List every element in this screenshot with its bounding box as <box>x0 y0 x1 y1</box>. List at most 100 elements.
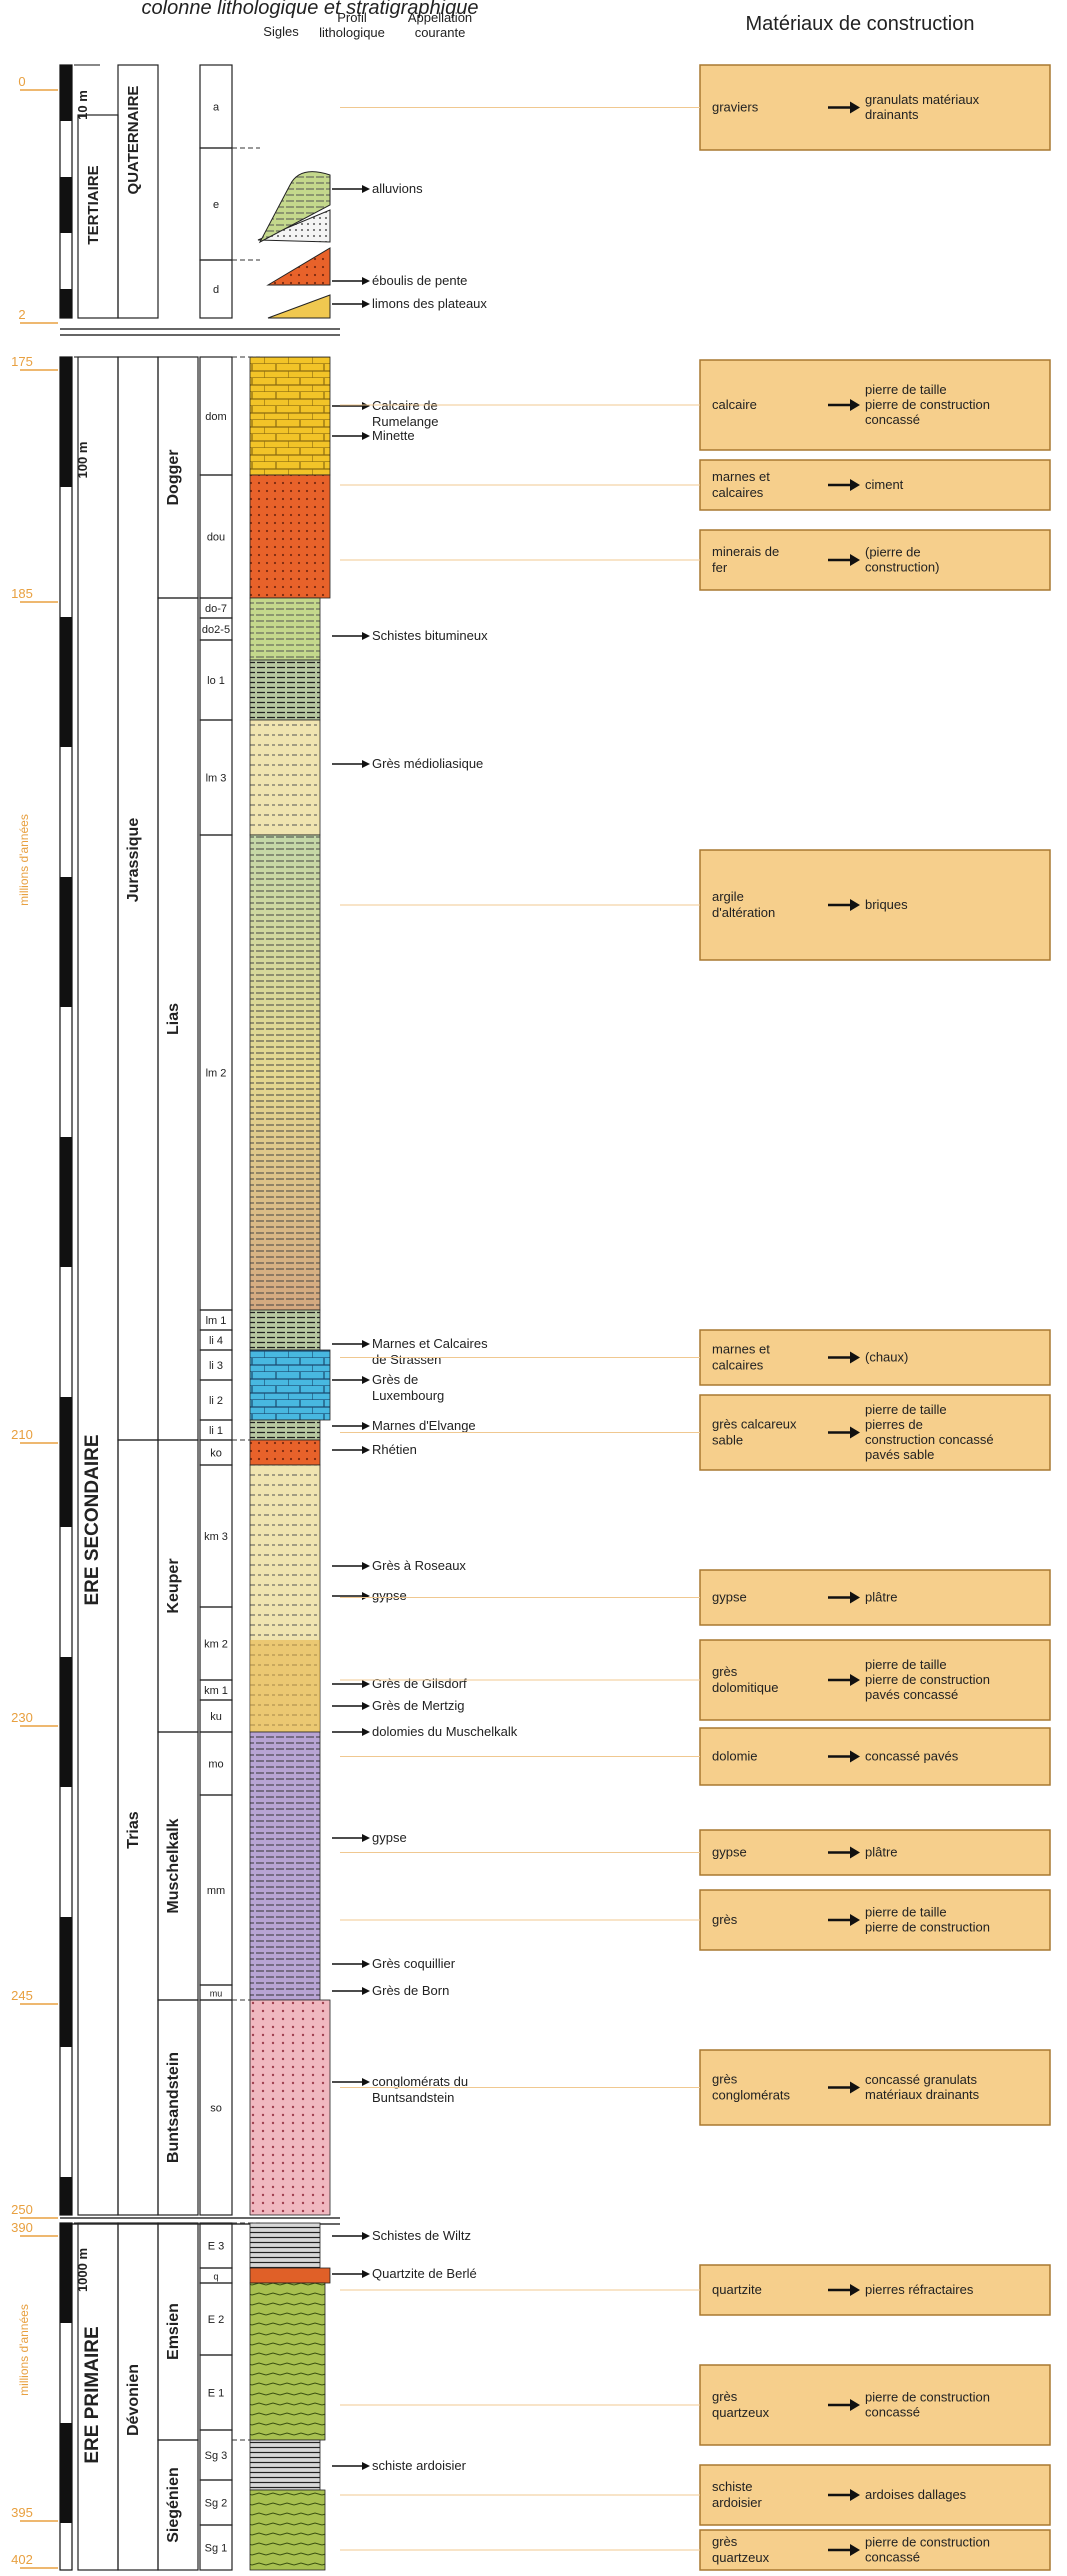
appellation-arrowhead <box>362 1680 370 1688</box>
svg-text:Schistes de Wiltz: Schistes de Wiltz <box>372 2228 471 2243</box>
material-source: dolomie <box>712 1749 758 1764</box>
sigle-label: lm 3 <box>206 773 227 785</box>
appellation-arrowhead <box>362 2270 370 2278</box>
sigle-label: ku <box>210 1711 222 1723</box>
svg-text:Grès de Born: Grès de Born <box>372 1983 449 1998</box>
system-label-trias: Trias <box>125 1811 142 1848</box>
svg-text:pierres de: pierres de <box>865 1417 923 1432</box>
age-label: 250 <box>11 2202 33 2217</box>
material-use: ardoises dallages <box>865 2487 967 2502</box>
appellation-arrowhead <box>362 1702 370 1710</box>
profile-eboulis <box>268 248 330 285</box>
svg-text:gypse: gypse <box>372 1830 407 1845</box>
svg-text:ardoises dallages: ardoises dallages <box>865 2487 967 2502</box>
svg-text:pierre de taille: pierre de taille <box>865 1657 947 1672</box>
profile-rhetien <box>250 1440 320 1465</box>
svg-text:construction concassé: construction concassé <box>865 1432 994 1447</box>
svg-text:dolomitique: dolomitique <box>712 1680 779 1695</box>
material-use: (chaux) <box>865 1350 908 1365</box>
material-source: marnes etcalcaires <box>712 1342 770 1373</box>
sigle-label: km 1 <box>204 1685 228 1697</box>
age-label: 395 <box>11 2505 33 2520</box>
sigle-label: Sg 3 <box>205 2450 228 2462</box>
sigle-label: d <box>213 284 219 296</box>
appellation-label: Grès de Born <box>372 1983 449 1998</box>
appellation-label: Quartzite de Berlé <box>372 2266 477 2281</box>
svg-text:pierre de taille: pierre de taille <box>865 1905 947 1920</box>
svg-text:briques: briques <box>865 897 908 912</box>
appellation-label: gypse <box>372 1588 407 1603</box>
material-source: graviers <box>712 100 759 115</box>
sigle-label: so <box>210 2103 222 2115</box>
appellation-arrowhead <box>362 1340 370 1348</box>
header-profil-line2: lithologique <box>319 25 385 40</box>
appellation-label: Grès coquillier <box>372 1956 456 1971</box>
scale-segment <box>60 2223 72 2323</box>
svg-text:grès: grès <box>712 2072 738 2087</box>
svg-text:d'altération: d'altération <box>712 905 775 920</box>
sigle-label: mm <box>207 1885 225 1897</box>
scale-segment <box>60 2177 72 2215</box>
svg-text:marnes et: marnes et <box>712 469 770 484</box>
svg-text:de Strassen: de Strassen <box>372 1352 441 1367</box>
svg-text:minerais de: minerais de <box>712 544 779 559</box>
material-source: quartzite <box>712 2282 762 2297</box>
header-sigles: Sigles <box>263 24 299 39</box>
appellation-label: Schistes de Wiltz <box>372 2228 471 2243</box>
svg-text:quartzeux: quartzeux <box>712 2550 770 2565</box>
series-label-lias: Lias <box>165 1003 182 1035</box>
svg-text:Rhétien: Rhétien <box>372 1442 417 1457</box>
svg-text:concassé: concassé <box>865 2550 920 2565</box>
profile-strassen <box>250 1310 320 1350</box>
svg-text:quartzite: quartzite <box>712 2282 762 2297</box>
svg-text:Quartzite de Berlé: Quartzite de Berlé <box>372 2266 477 2281</box>
svg-text:pierre de construction: pierre de construction <box>865 397 990 412</box>
appellation-arrowhead <box>362 2462 370 2470</box>
svg-text:ciment: ciment <box>865 477 904 492</box>
svg-text:pierre de construction: pierre de construction <box>865 2535 990 2550</box>
sigle-label: li 1 <box>209 1425 223 1437</box>
appellation-label: gypse <box>372 1830 407 1845</box>
millions-annees-label: millions d'années <box>17 2304 31 2396</box>
svg-text:calcaires: calcaires <box>712 485 764 500</box>
svg-text:construction): construction) <box>865 560 939 575</box>
sigle-label: lm 1 <box>206 1315 227 1327</box>
sigle-label: dom <box>205 411 226 423</box>
age-label: 2 <box>18 307 25 322</box>
profile-quartzite-berle <box>250 2268 330 2283</box>
svg-text:limons des plateaux: limons des plateaux <box>372 296 487 311</box>
age-label: 185 <box>11 586 33 601</box>
svg-text:calcaires: calcaires <box>712 1358 764 1373</box>
svg-text:Grès de Gilsdorf: Grès de Gilsdorf <box>372 1676 467 1691</box>
svg-text:fer: fer <box>712 560 728 575</box>
svg-text:gypse: gypse <box>712 1590 747 1605</box>
appellation-label: Marnes d'Elvange <box>372 1418 476 1433</box>
scale-label: 100 m <box>75 442 90 479</box>
profile-lias-upper <box>250 598 320 660</box>
svg-text:pavés concassé: pavés concassé <box>865 1687 958 1702</box>
scale-segment <box>60 1397 72 1527</box>
appellation-label: limons des plateaux <box>372 296 487 311</box>
appellation-arrowhead <box>362 1562 370 1570</box>
scale-segment <box>60 877 72 1007</box>
svg-text:schiste ardoisier: schiste ardoisier <box>372 2458 467 2473</box>
sigle-label: E 3 <box>208 2241 225 2253</box>
svg-text:concassé pavés: concassé pavés <box>865 1749 959 1764</box>
profile-limons <box>268 295 330 318</box>
age-label: 175 <box>11 354 33 369</box>
svg-text:conglomérats: conglomérats <box>712 2088 791 2103</box>
profile-schiste-ardoisier <box>250 2440 320 2490</box>
scale-segment <box>60 1137 72 1267</box>
svg-text:Marnes d'Elvange: Marnes d'Elvange <box>372 1418 476 1433</box>
svg-text:pavés sable: pavés sable <box>865 1447 934 1462</box>
appellation-label: éboulis de pente <box>372 273 467 288</box>
svg-text:dolomies du Muschelkalk: dolomies du Muschelkalk <box>372 1724 518 1739</box>
svg-text:Rumelange: Rumelange <box>372 414 439 429</box>
profile-buntsandstein <box>250 2000 330 2215</box>
era-box-secondaire <box>78 357 118 2215</box>
svg-text:Grès à Roseaux: Grès à Roseaux <box>372 1558 466 1573</box>
appellation-arrowhead <box>362 432 370 440</box>
svg-text:grès calcareux: grès calcareux <box>712 1417 797 1432</box>
material-source: grès <box>712 1912 738 1927</box>
appellation-arrowhead <box>362 277 370 285</box>
